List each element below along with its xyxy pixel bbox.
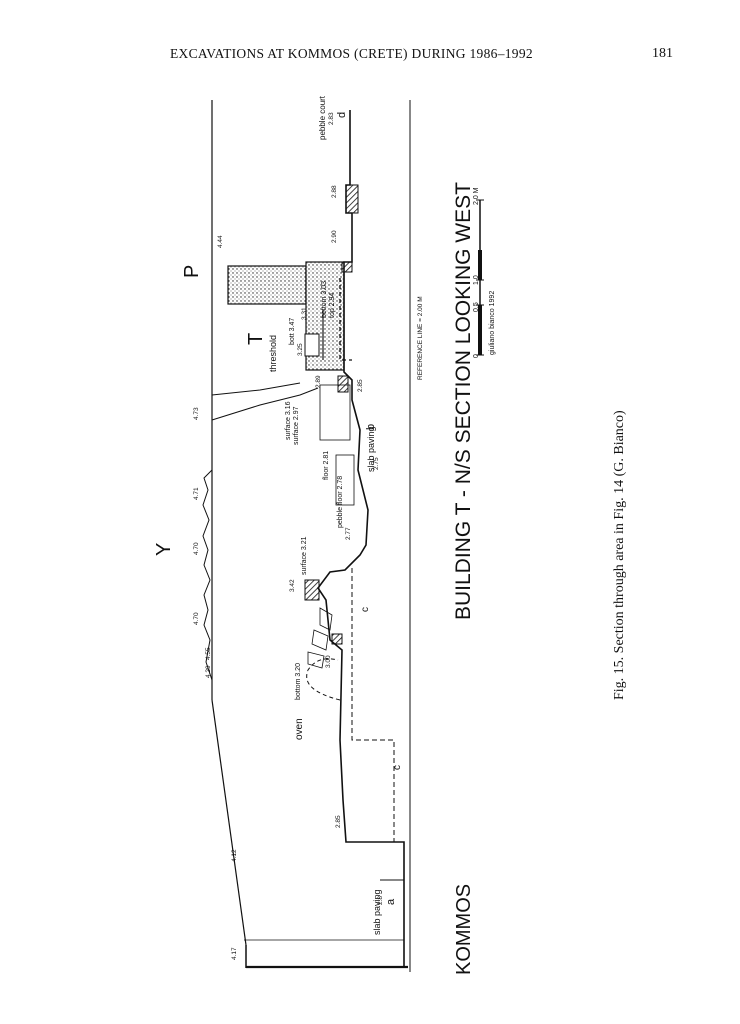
page-number: 181 — [652, 46, 673, 61]
threshold-block — [304, 333, 320, 357]
elev-285b: 2.85 — [335, 815, 342, 828]
label-slab-paving-b: slab paving — [366, 426, 376, 472]
label-d: d — [336, 112, 348, 118]
elev-473: 4.73 — [193, 407, 200, 420]
y-stones — [202, 469, 213, 681]
scale-credit: giuliano bianco 1992 — [489, 291, 496, 355]
label-t: T — [245, 333, 267, 345]
elev-277: 2.77 — [345, 527, 352, 540]
label-bottom-320: bottom 3.20 — [295, 663, 302, 700]
label-floor-281: floor 2.81 — [323, 451, 330, 480]
figure-title: BUILDING T - N/S SECTION LOOKING WEST — [452, 182, 475, 620]
reference-line-label: REFERENCE LINE = 2.00 M — [417, 296, 424, 380]
elev-455: 4.55 — [205, 647, 212, 660]
elev-285a: 2.85 — [357, 379, 364, 392]
hatched-stone-small — [331, 633, 343, 645]
scale-tick-1: 0.5 — [473, 302, 480, 312]
running-title: EXCAVATIONS AT KOMMOS (CRETE) DURING 198… — [170, 46, 533, 61]
slope-line — [211, 387, 319, 421]
label-b: b — [365, 424, 377, 430]
elev-342: 3.42 — [289, 579, 296, 592]
elev-444: 4.44 — [217, 235, 224, 248]
elev-470b: 4.70 — [193, 542, 200, 555]
hatched-stone-mid — [337, 375, 349, 393]
label-c-lower: c — [392, 765, 403, 770]
elev-429: 4.29 — [205, 665, 212, 678]
elev-288: 2.88 — [331, 185, 338, 198]
elev-325: 3.25 — [297, 343, 304, 356]
elev-289: 2.89 — [315, 375, 322, 388]
label-slab-paving-a: slab paving — [372, 889, 382, 935]
elev-275: 2.75 — [373, 457, 380, 470]
floor-profile — [317, 110, 405, 967]
label-p: P — [181, 265, 203, 278]
hatched-stone-top — [345, 184, 359, 214]
section-top-line-lower — [211, 699, 247, 946]
label-pebble-floor: pebble floor 2.78 — [337, 476, 344, 528]
elev-412: 4.12 — [231, 849, 238, 862]
surface-block — [319, 384, 351, 441]
elev-470a: 4.70 — [193, 612, 200, 625]
elev-283: 2.83 — [328, 112, 335, 125]
label-a: a — [385, 898, 397, 905]
label-pebble-court: pebble court — [318, 95, 327, 140]
label-surface-297: surface 2.97 — [293, 406, 300, 445]
oven-arch — [306, 658, 341, 701]
label-bott-347: bott 3.47 — [289, 318, 296, 345]
label-oven: oven — [294, 718, 305, 740]
scale-bar — [476, 199, 484, 356]
elev-331: 3.31 — [301, 307, 308, 320]
elev-417: 4.17 — [231, 947, 238, 960]
label-top-294: top 2.94 — [329, 293, 336, 318]
elev-471: 4.71 — [193, 487, 200, 500]
oven-stones — [307, 607, 333, 669]
running-header: EXCAVATIONS AT KOMMOS (CRETE) DURING 198… — [0, 46, 740, 68]
label-y: Y — [153, 543, 175, 556]
slope-line-2 — [211, 382, 301, 396]
elev-290: 2.90 — [331, 230, 338, 243]
scale-tick-2: 1.0 — [473, 275, 480, 285]
scale-tick-3: 2.0 M — [473, 187, 480, 205]
label-surface-316: surface 3.16 — [285, 401, 292, 440]
p-block — [227, 265, 307, 305]
c-dashed-line — [351, 568, 395, 842]
hatched-stone-y — [304, 579, 320, 601]
site-label: KOMMOS — [453, 884, 475, 975]
label-c-upper: c — [360, 607, 371, 612]
elev-28: 2.8 — [377, 896, 384, 905]
figure-caption: Fig. 15. Section through area in Fig. 14… — [612, 410, 627, 700]
label-surface-321: surface 3.21 — [301, 536, 308, 575]
floor-block — [335, 454, 355, 506]
scale-tick-0: 0 — [473, 354, 480, 358]
label-threshold: threshold — [268, 335, 278, 372]
elev-300: 3.00 — [325, 655, 332, 668]
label-bottom-303: bottom 3.03 — [321, 281, 328, 318]
